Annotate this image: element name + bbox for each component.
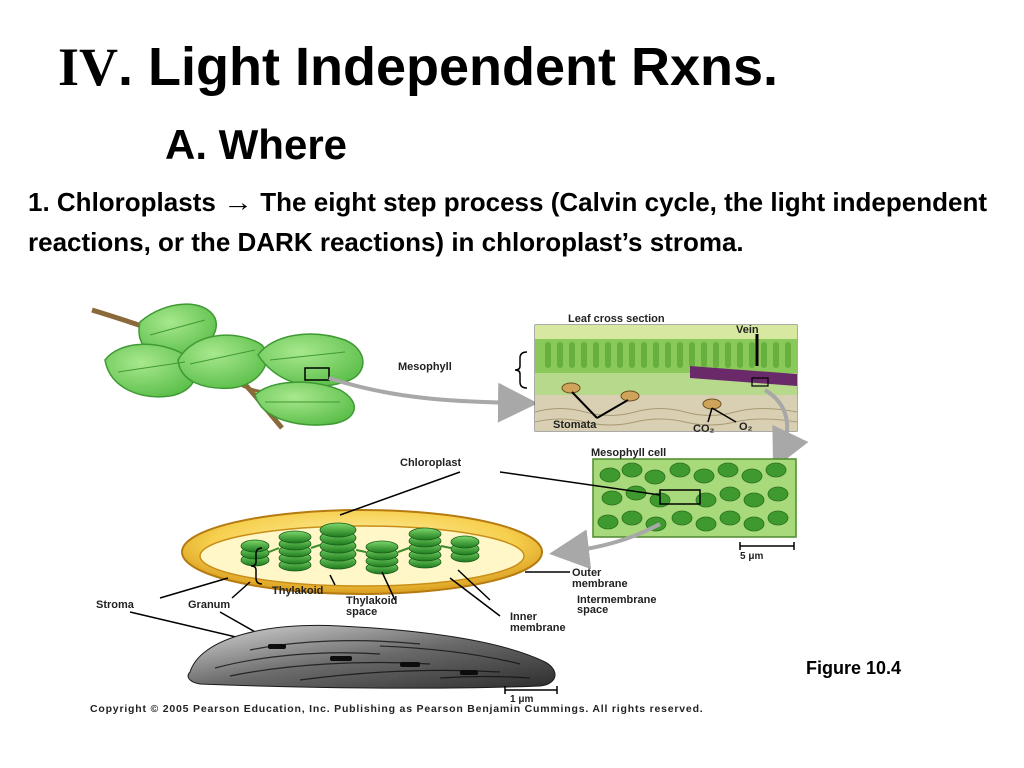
body-part2: The eight step process (Calvin cycle, th… — [28, 187, 987, 257]
label-o2: O₂ — [739, 421, 753, 433]
label-granum: Granum — [188, 599, 230, 611]
leaf-zoom-box — [304, 367, 330, 381]
right-arrow-icon: → — [223, 187, 254, 217]
figure-caption: Figure 10.4 — [806, 658, 902, 678]
label-inner-membrane-2: membrane — [510, 622, 566, 634]
label-chloroplast: Chloroplast — [400, 457, 461, 469]
body-text: 1. Chloroplasts → The eight step process… — [28, 182, 1003, 262]
body-part1: 1. Chloroplasts — [28, 187, 216, 217]
label-intermembrane-space-2: space — [577, 604, 608, 616]
granum-brace — [250, 547, 263, 585]
zoom-arrow-1 — [328, 376, 538, 423]
title-text: . Light Independent Rxns. — [118, 37, 779, 97]
label-inner-membrane-1: Inner — [510, 611, 538, 623]
label-leaf-cross-section: Leaf cross section — [568, 313, 665, 325]
electron-micrograph — [187, 624, 558, 694]
zoom-arrow-3 — [549, 522, 661, 570]
mesophyll-cell-illustration — [592, 458, 797, 550]
label-thylakoid-space-2: space — [346, 606, 377, 618]
slide-title: IV. Light Independent Rxns. — [58, 36, 778, 98]
label-mesophyll: Mesophyll — [398, 361, 452, 373]
title-numeral: IV — [58, 37, 119, 97]
label-thylakoid-space-1: Thylakoid — [346, 595, 397, 607]
label-scale-1um: 1 μm — [510, 694, 533, 705]
vein-shape — [690, 366, 797, 386]
mesophyll-brace — [514, 351, 528, 389]
label-stomata: Stomata — [553, 419, 597, 431]
label-stroma: Stroma — [96, 599, 135, 611]
label-outer-membrane-2: membrane — [572, 578, 628, 590]
label-scale-5um: 5 μm — [740, 551, 763, 562]
chloroplast-illustration — [181, 509, 543, 595]
slide-subtitle: A. Where — [165, 121, 348, 168]
label-mesophyll-cell: Mesophyll cell — [591, 447, 666, 459]
label-vein: Vein — [736, 324, 759, 336]
zoom-arrow-2 — [763, 388, 809, 470]
label-outer-membrane-1: Outer — [572, 567, 602, 579]
label-intermembrane-space-1: Intermembrane — [577, 594, 656, 606]
label-co2: CO₂ — [693, 423, 715, 435]
leaf-cross-section-illustration — [514, 324, 798, 432]
copyright-notice: Copyright © 2005 Pearson Education, Inc.… — [90, 703, 704, 715]
leaf-branch-illustration — [91, 303, 364, 430]
label-thylakoid: Thylakoid — [272, 585, 323, 597]
